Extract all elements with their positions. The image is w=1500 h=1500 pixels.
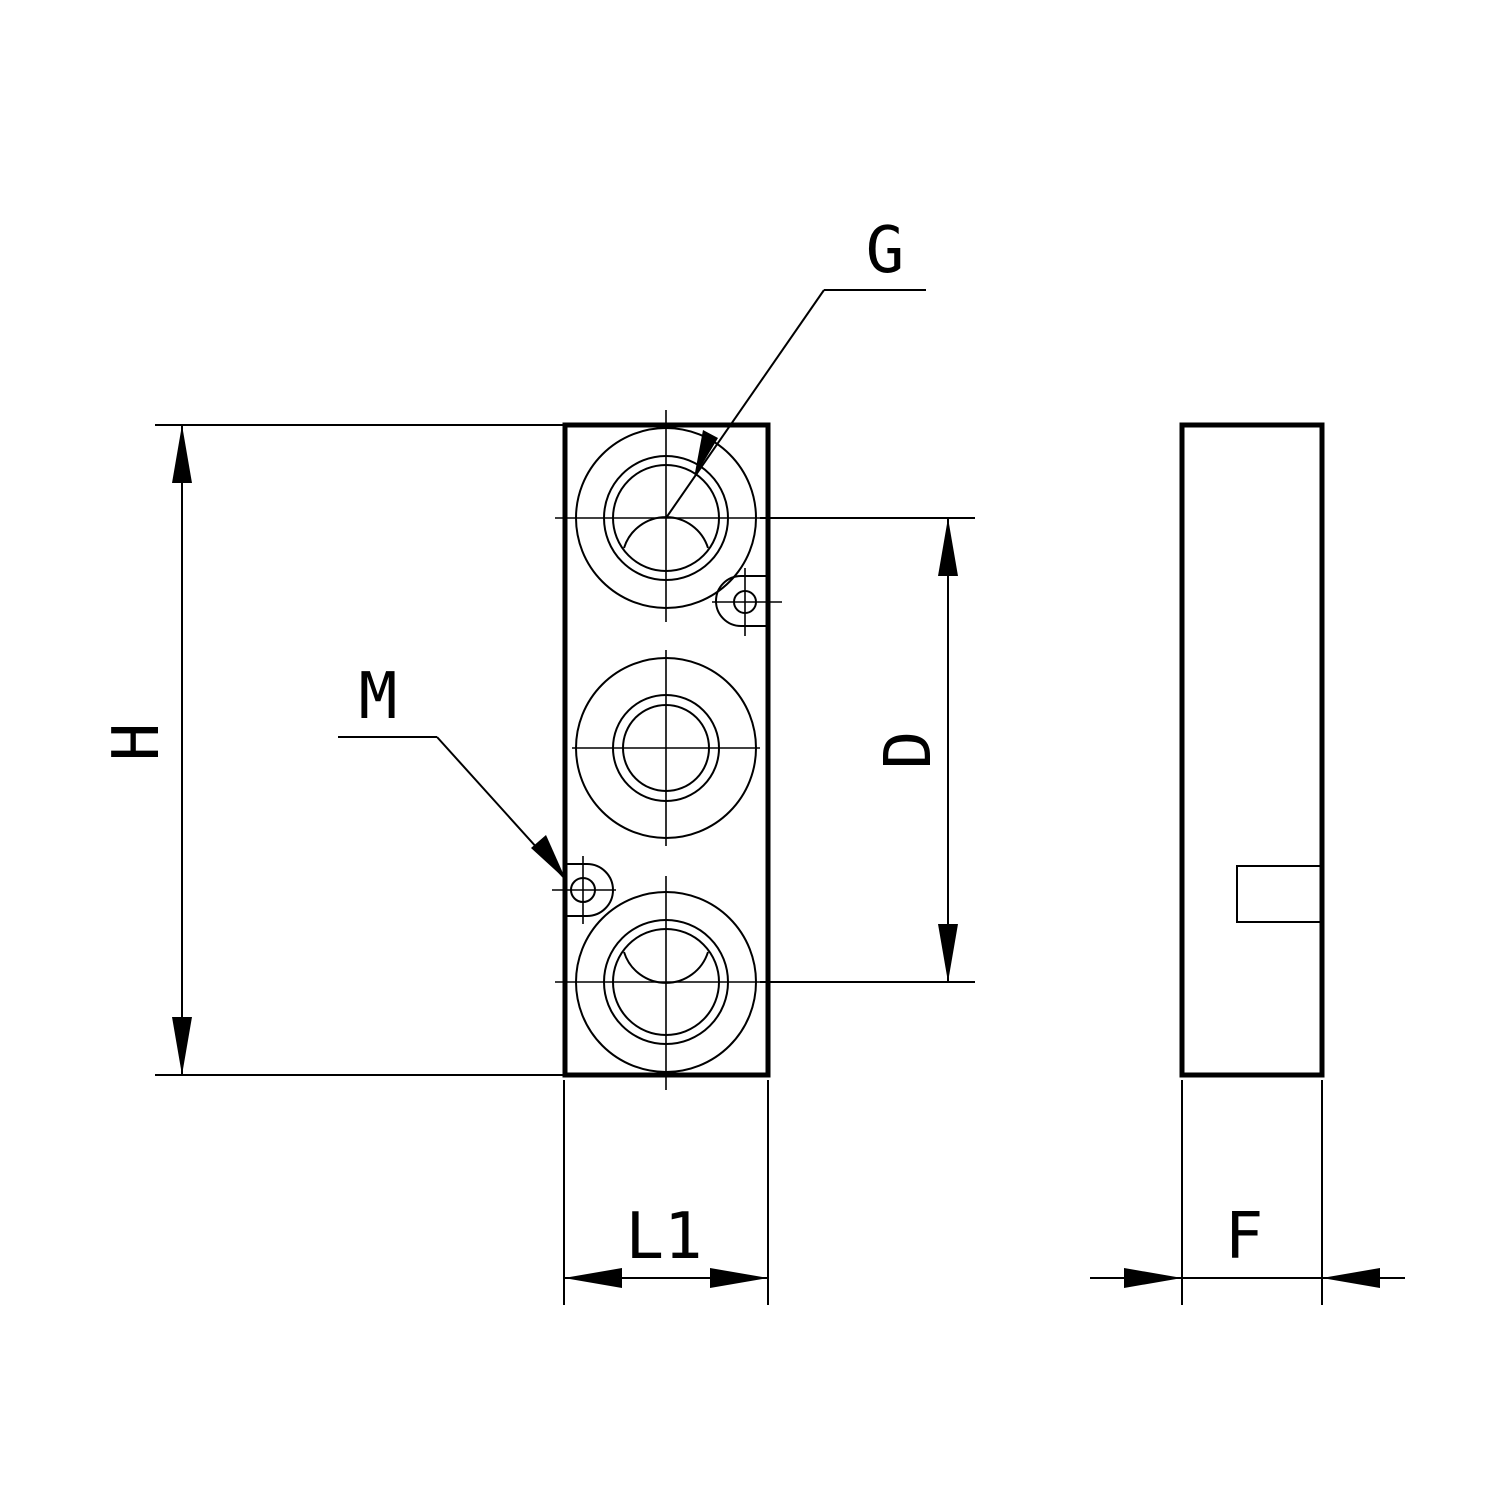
mounting-hole-upper bbox=[712, 568, 782, 636]
top-port bbox=[555, 410, 776, 622]
dimension-f-arrow-right bbox=[1322, 1268, 1380, 1288]
leader-g-line bbox=[665, 289, 825, 519]
mounting-hole-lower bbox=[552, 856, 616, 924]
dimension-d: D bbox=[760, 517, 975, 983]
side-view-slot bbox=[1236, 865, 1320, 923]
dimension-l1-arrow-right bbox=[710, 1268, 768, 1288]
leader-m: M bbox=[338, 660, 567, 881]
dimension-l1-arrow-left bbox=[564, 1268, 622, 1288]
dimension-h-label: H bbox=[100, 723, 174, 762]
side-view-body bbox=[1179, 422, 1325, 1078]
leader-g-arrow bbox=[694, 430, 718, 478]
front-view bbox=[552, 410, 782, 1090]
bottom-port bbox=[555, 876, 776, 1090]
side-view bbox=[1179, 422, 1325, 1078]
dimension-f-label: F bbox=[1225, 1200, 1264, 1274]
leader-g: G bbox=[665, 214, 926, 519]
leader-m-arrow bbox=[531, 835, 566, 880]
dimension-d-arrow-top bbox=[938, 518, 958, 576]
dimension-l1: L1 bbox=[563, 1080, 769, 1305]
leader-g-label: G bbox=[866, 214, 905, 288]
dimension-h: H bbox=[100, 424, 565, 1076]
mounting-hole-upper-notch bbox=[715, 575, 766, 627]
dimension-h-arrow-top bbox=[172, 425, 192, 483]
dimension-d-arrow-bottom bbox=[938, 924, 958, 982]
dimension-l1-label: L1 bbox=[625, 1200, 702, 1274]
leader-m-label: M bbox=[359, 660, 398, 734]
middle-port bbox=[572, 650, 760, 846]
dimension-d-label: D bbox=[872, 731, 946, 770]
dimension-f: F bbox=[1090, 1080, 1405, 1305]
dimension-f-arrow-left bbox=[1124, 1268, 1182, 1288]
dimension-h-arrow-bottom bbox=[172, 1017, 192, 1075]
